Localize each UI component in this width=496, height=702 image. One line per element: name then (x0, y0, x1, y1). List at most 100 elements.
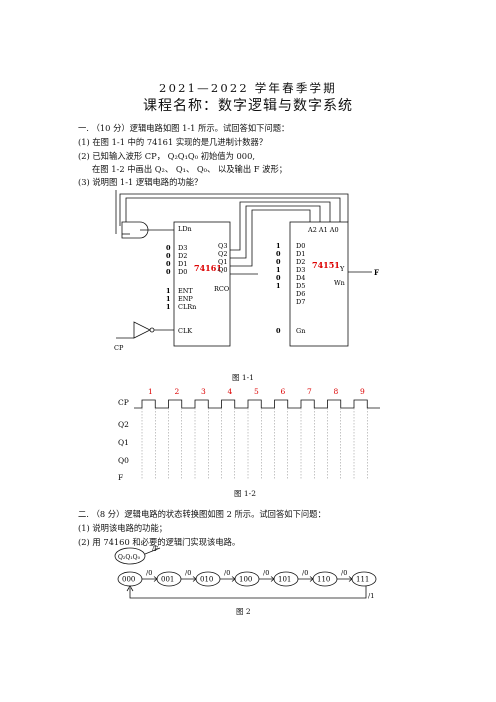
state-node (351, 571, 377, 587)
output-f-label: F (374, 268, 379, 277)
chip-74151-body (289, 221, 349, 347)
state-diagram: Q₂Q₁Q₀ /F 000/0001/0010/0100/0101/0110/0… (114, 546, 377, 600)
row-label-q1: Q1 (118, 438, 129, 447)
q2-item2: (2) 用 74160 和必要的逻辑门实现该电路。 (78, 537, 241, 547)
transition-label: /0 (302, 569, 308, 577)
pulse-number: 1 (148, 387, 153, 396)
state-label: 111 (356, 576, 369, 584)
state-transition (220, 576, 236, 582)
q1-item3: (3) 说明图 1-1 逻辑电路的功能？ (78, 177, 203, 187)
figure-2-caption: 图 2 (236, 607, 251, 616)
row-label-q2: Q2 (118, 420, 129, 429)
state-label: 110 (317, 576, 330, 584)
row-label-q0: Q0 (118, 456, 129, 465)
logic-circuit-figure: LDn D3 D2 D1 D0 ENT ENP CLRn CLK 0 0 0 0… (114, 190, 379, 352)
q2-heading: 二. （8 分）逻辑电路的状态转换图如图 2 所示。试回答如下问题： (78, 509, 326, 519)
timing-diagram: 1 2 3 4 5 6 7 8 9 CP Q2 Q1 Q0 F (118, 387, 380, 480)
pulse-number: 3 (201, 387, 206, 396)
pin-d3: D3 (178, 244, 187, 252)
pulse-number: 7 (307, 387, 312, 396)
pin-q2: Q2 (218, 250, 227, 258)
state-transition (259, 576, 275, 582)
chip-74161-body (173, 221, 231, 347)
pin-q3: Q3 (218, 242, 227, 250)
pin-ent: ENT (178, 287, 193, 295)
enp-value: 1 (166, 295, 171, 303)
row-label-cp: CP (118, 398, 129, 407)
state-transition (298, 576, 314, 582)
mux-pin-d7: D7 (296, 298, 305, 306)
transition-label: /0 (224, 569, 230, 577)
figure-1-2-caption: 图 1-2 (234, 489, 256, 498)
state-transition (181, 576, 197, 582)
q1-heading: 一. （10 分）逻辑电路如图 1-1 所示。试回答如下问题： (78, 123, 290, 133)
pin-enp: ENP (178, 295, 193, 303)
pulse-number: 2 (175, 387, 180, 396)
q2-item1: (1) 说明该电路的功能； (78, 523, 168, 533)
mux-pin-d6: D6 (296, 290, 305, 298)
transition-label: /0 (263, 569, 269, 577)
state-label: 101 (278, 576, 291, 584)
pin-q1: Q1 (218, 258, 227, 266)
mux-select-pins: A2 A1 A0 (307, 226, 339, 234)
figure-1-1-caption: 图 1-1 (232, 373, 254, 382)
pulse-number: 9 (360, 387, 365, 396)
cp-waveform (134, 399, 380, 409)
transition-label: /0 (146, 569, 152, 577)
course-name-line: 课程名称：数字逻辑与数字系统 (143, 98, 353, 114)
pin-d2: D2 (178, 252, 187, 260)
mux-d5-value: 1 (276, 282, 281, 290)
pulse-number: 8 (334, 387, 339, 396)
transition-label: /0 (341, 569, 347, 577)
pin-q0: Q0 (218, 266, 227, 274)
mux-d1-value: 0 (276, 250, 281, 258)
mux-pin-y: Y (339, 265, 345, 273)
mux-pin-wn: Wn (334, 279, 345, 287)
legend-state-label: Q₂Q₁Q₀ (118, 554, 141, 561)
pin-clk: CLK (178, 327, 192, 335)
legend-ellipse (114, 547, 146, 565)
chip-74161-label: 74161 (194, 263, 222, 273)
row-label-f: F (118, 473, 123, 480)
input-cp-label: CP (114, 344, 124, 352)
pin-clrn: CLRn (178, 303, 196, 311)
pin-d1: D1 (178, 260, 187, 268)
state-label: 010 (200, 576, 213, 584)
mux-pin-d5: D5 (296, 282, 305, 290)
transition-label: /0 (185, 569, 191, 577)
mux-d0-value: 1 (276, 242, 281, 250)
exam-year-line: 2021—2022 学年春季学期 (159, 81, 337, 95)
pin-rco: RCO (214, 285, 229, 293)
pulse-number: 6 (281, 387, 286, 396)
q1-item2-continued: 在图 1-2 中画出 Q₂、 Q₁、 Q₀、 以及输出 F 波形； (92, 164, 288, 174)
state-transition (337, 576, 353, 582)
mux-d2-value: 0 (276, 258, 281, 266)
mux-pin-d1: D1 (296, 250, 305, 258)
q1-item1: (1) 在图 1-1 中的 74161 实现的是几进制计数器？ (78, 137, 268, 147)
pin-d0: D0 (178, 268, 187, 276)
state-label: 001 (161, 576, 174, 584)
d0-value: 0 (166, 268, 171, 276)
pulse-number: 4 (228, 387, 233, 396)
mux-gn-value: 0 (276, 327, 281, 335)
mux-d4-value: 0 (276, 274, 281, 282)
q1-item2: (2) 已知输入波形 CP， Q₂Q₁Q₀ 初始值为 000, (78, 151, 255, 161)
d1-value: 0 (166, 260, 171, 268)
legend-output-label: /F (152, 546, 158, 553)
mux-pin-d3: D3 (296, 266, 305, 274)
state-transition (142, 576, 158, 582)
mux-pin-d2: D2 (296, 258, 305, 266)
d2-value: 0 (166, 252, 171, 260)
and-gate-shape (121, 221, 149, 239)
chip-74151-label: 74151 (312, 260, 340, 270)
pin-ldn: LDn (178, 225, 192, 233)
state-label: 000 (122, 576, 135, 584)
mux-pin-d0: D0 (296, 242, 305, 250)
clrn-value: 1 (166, 303, 171, 311)
mux-pin-gn: Gn (296, 327, 305, 335)
mux-pin-d4: D4 (296, 274, 305, 282)
pulse-number: 5 (254, 387, 259, 396)
d3-value: 0 (166, 244, 171, 252)
mux-d3-value: 1 (276, 266, 281, 274)
ent-value: 1 (166, 287, 171, 295)
